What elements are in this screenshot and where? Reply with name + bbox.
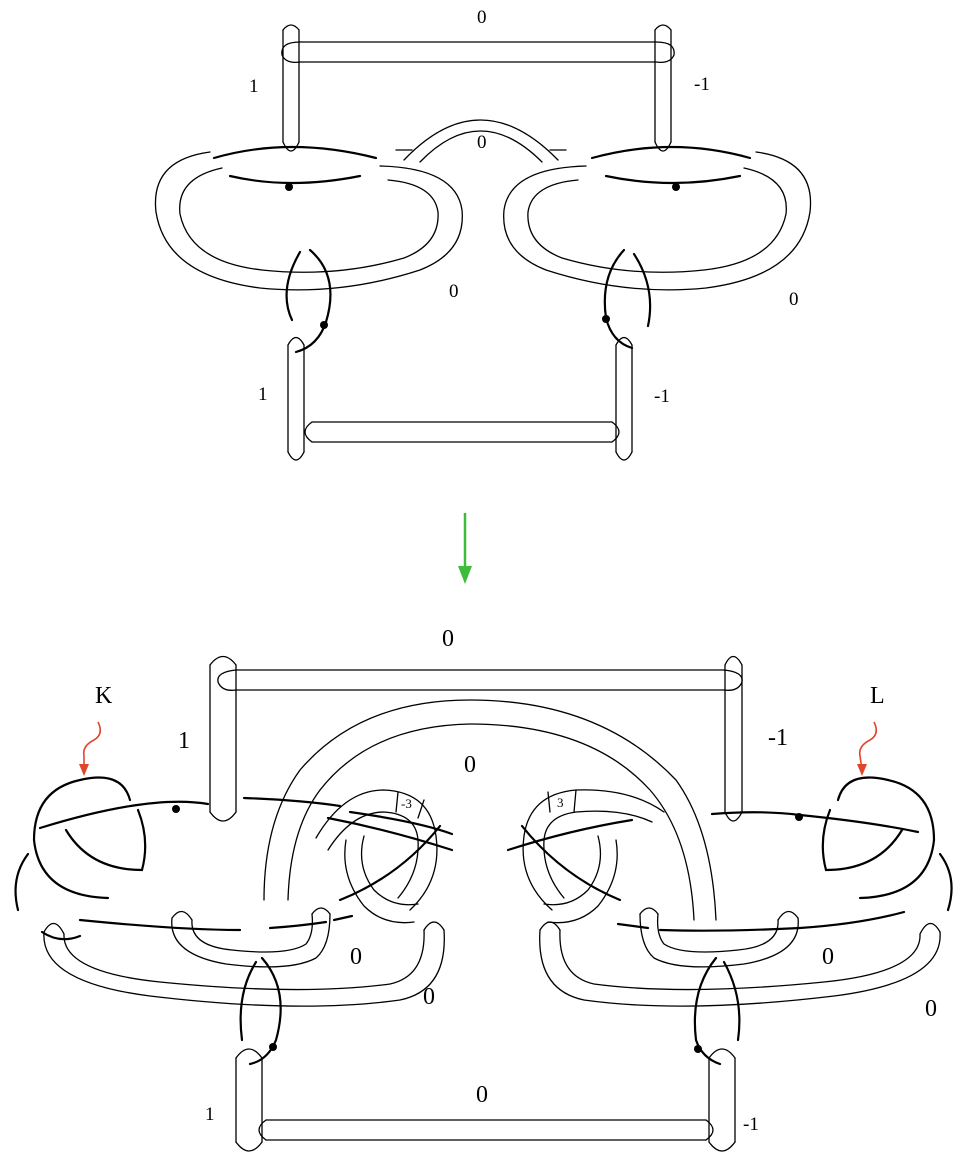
knot-L-pointer [857, 721, 878, 776]
right-inner-label: 0 [822, 944, 834, 970]
top-bar-band [281, 41, 675, 63]
right-lower-dot [602, 315, 610, 323]
knot-L [821, 776, 953, 912]
bottom-left-lower-label: 1 [205, 1104, 215, 1125]
top-bottom-bar-band [304, 421, 620, 443]
right-lower-band [615, 336, 633, 461]
bottom-right-dot [795, 813, 803, 821]
left-lower-label: 1 [258, 384, 268, 405]
twist-left-label: -3 [401, 796, 412, 811]
bottom-middle-arc-band [263, 699, 717, 921]
bottom-right-lower-dotted-circle [693, 956, 741, 1066]
left-lower-loops [43, 907, 445, 1007]
knot-K-label: K [95, 683, 113, 709]
right-upper-band [654, 24, 672, 152]
right-outer-label: 0 [925, 996, 937, 1022]
middle-arc-label: 0 [477, 132, 487, 153]
right-lower-label: -1 [654, 386, 670, 407]
left-inner-label: 0 [350, 944, 362, 970]
transformation-arrow [458, 513, 472, 584]
bottom-left-lower-dot [269, 1043, 277, 1051]
right-upper-label: -1 [694, 74, 710, 95]
left-lower-band [287, 336, 305, 461]
bottom-right-upper-band [724, 655, 743, 822]
right-twisted-band [506, 789, 665, 924]
bottom-right-upper-label: -1 [768, 725, 788, 751]
knot-L-label: L [870, 683, 885, 709]
bottom-right-lower-label: -1 [743, 1114, 759, 1135]
twist-right-label: 3 [557, 795, 564, 810]
bottom-left-lower-dotted-circle [239, 956, 282, 1066]
right-lower-loops [539, 907, 941, 1007]
bottom-top-bar-label: 0 [442, 626, 454, 652]
left-loop-label: 0 [449, 281, 459, 302]
middle-arc-band [395, 119, 567, 163]
right-loop-band [503, 151, 812, 291]
bottom-left-lower-band [235, 1048, 263, 1152]
bottom-diagram: 0 1 -1 0 -3 3 0 0 0 0 0 1 -1 K L [14, 626, 953, 1152]
bottom-left-dot [172, 805, 180, 813]
left-twisted-band [315, 789, 454, 924]
left-long-dotted-circle [38, 796, 454, 932]
bottom-bottom-bar-band [258, 1119, 714, 1141]
top-bar-label: 0 [477, 7, 487, 28]
right-upper-dot [672, 183, 680, 191]
bottom-left-upper-band [209, 655, 237, 822]
left-lower-dotted-circle [285, 248, 332, 354]
left-outer-label: 0 [423, 984, 435, 1010]
left-upper-label: 1 [249, 76, 259, 97]
bottom-left-upper-label: 1 [178, 728, 190, 754]
bottom-top-bar-band [217, 669, 743, 691]
left-upper-dot [285, 183, 293, 191]
right-lower-dotted-circle [602, 248, 652, 350]
bottom-bottom-bar-label: 0 [476, 1082, 488, 1108]
top-diagram: 0 1 -1 0 0 0 1 -1 [154, 7, 812, 461]
right-dotted-circle [590, 145, 752, 191]
knot-K-pointer [79, 721, 102, 776]
right-long-dotted-circle [616, 811, 920, 932]
left-upper-band [282, 24, 300, 152]
bottom-right-lower-dot [694, 1045, 702, 1053]
knot-K [14, 776, 147, 941]
right-loop-label: 0 [789, 289, 799, 310]
bottom-middle-arc-label: 0 [464, 752, 476, 778]
bottom-right-lower-band [708, 1048, 736, 1152]
left-lower-dot [320, 321, 328, 329]
left-dotted-circle [212, 145, 378, 191]
left-loop-band [154, 151, 463, 291]
